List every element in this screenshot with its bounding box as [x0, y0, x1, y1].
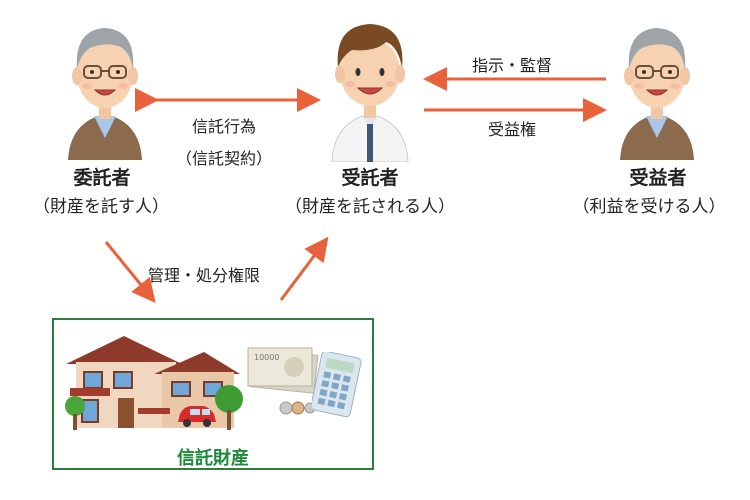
trust-contract-label: （信託契約）	[176, 149, 273, 168]
elderly-man-icon	[68, 28, 142, 160]
trustee-desc: （財産を託される人）	[285, 197, 455, 217]
beneficiary-title: 受益者	[629, 167, 687, 189]
instruction-label: 指示・監督	[472, 56, 553, 75]
benefit-label: 受益権	[488, 120, 537, 139]
trustee-title: 受託者	[341, 167, 399, 189]
young-man-icon	[331, 24, 409, 162]
settlor-title: 委託者	[73, 167, 131, 189]
tree-icon	[215, 385, 243, 430]
trust-act-label: 信託行為	[192, 117, 257, 136]
transfer-arrow	[104, 241, 156, 303]
car-icon	[178, 406, 216, 427]
coins-icon	[279, 401, 316, 415]
banknote-text: 10000	[254, 353, 279, 362]
management-arrow	[279, 236, 329, 301]
beneficiary-desc: （利益を受ける人）	[572, 197, 726, 217]
elderly-man-icon	[620, 28, 694, 160]
calculator-icon	[312, 352, 362, 418]
banknote-icon: 10000	[247, 347, 319, 394]
trust-property-title: 信託財産	[177, 448, 249, 469]
tree-icon	[65, 396, 85, 430]
settlor-desc: （財産を託す人）	[33, 197, 169, 217]
management-label: 管理・処分権限	[148, 266, 261, 285]
